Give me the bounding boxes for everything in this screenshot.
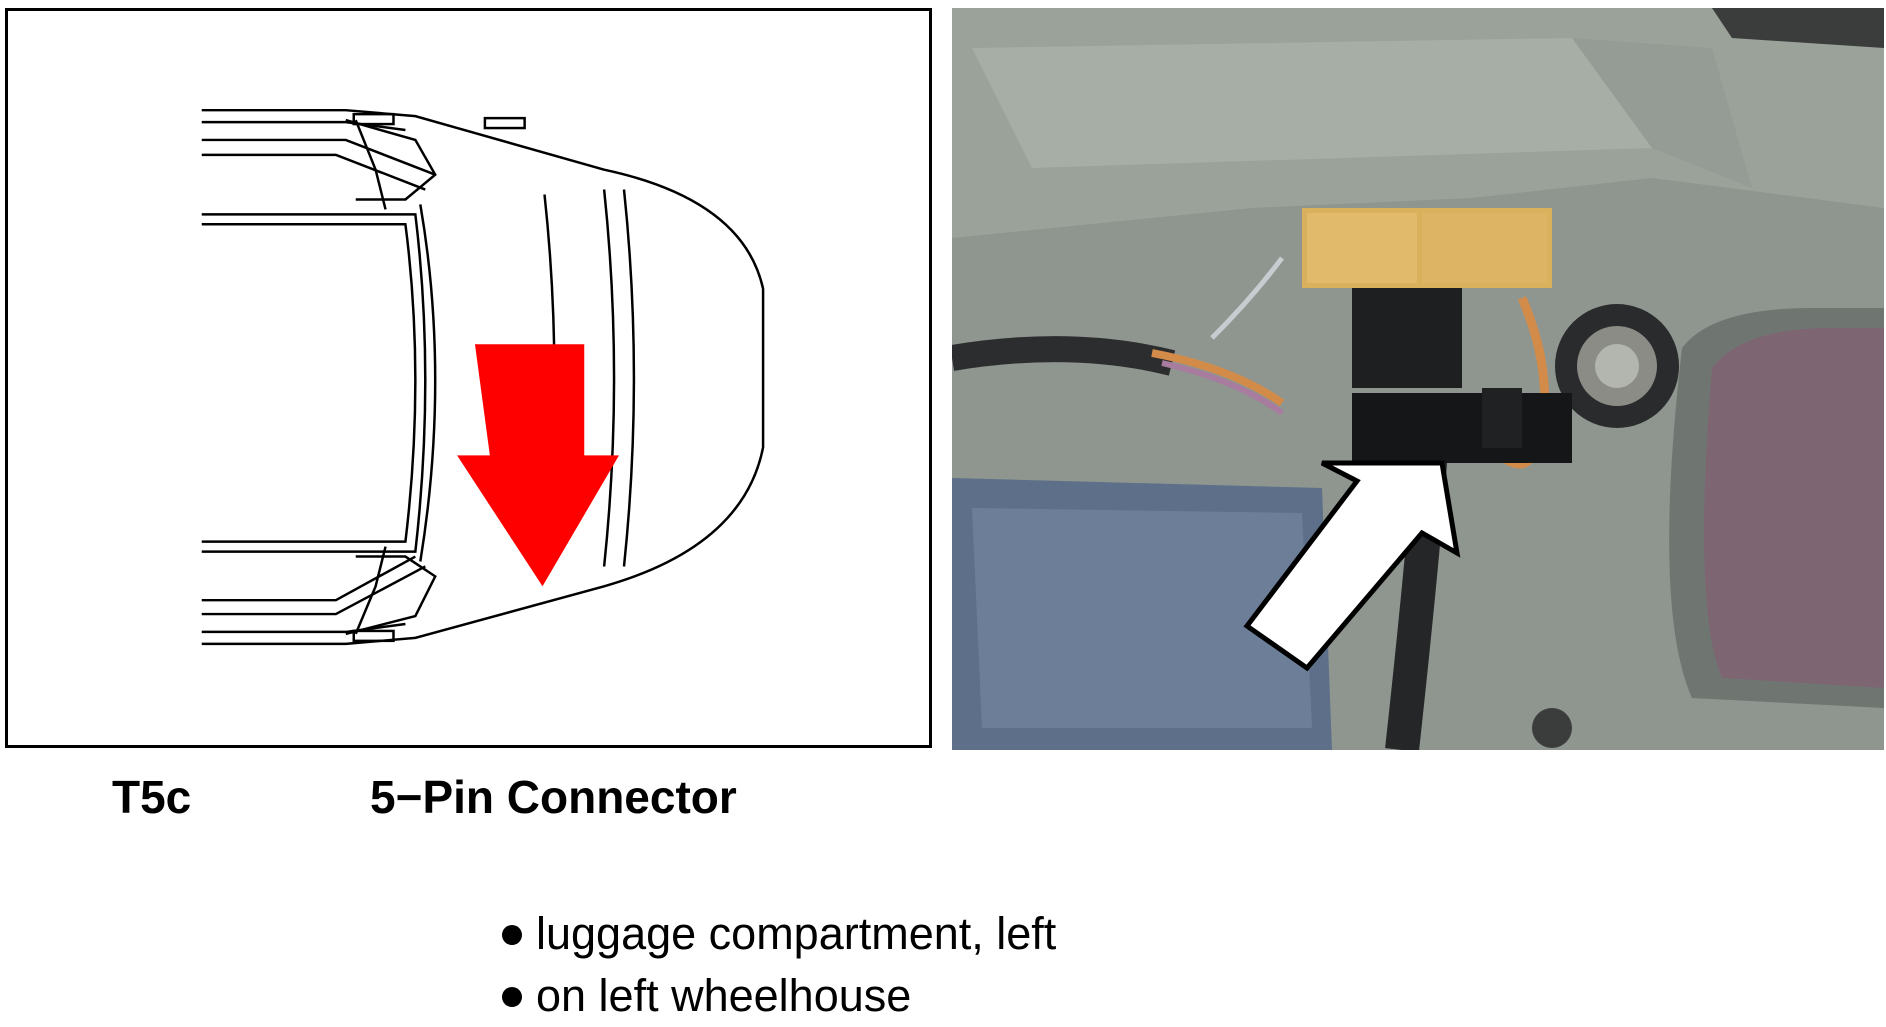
connector-name: 5−Pin Connector <box>370 771 737 823</box>
car-top-view-outline <box>201 108 765 646</box>
connector-code: T5c <box>112 771 192 823</box>
connector-location-photo <box>952 8 1884 750</box>
white-pointer-arrow-icon <box>1243 460 1461 672</box>
location-item: luggage compartment, left <box>500 903 1056 965</box>
photo-illustration <box>952 8 1884 750</box>
bullet-dot-icon <box>502 987 522 1007</box>
red-down-arrow-icon <box>457 344 620 587</box>
bullet-dot-icon <box>502 925 522 945</box>
vehicle-location-diagram <box>5 8 932 748</box>
location-list: luggage compartment, left on left wheelh… <box>500 903 1056 1027</box>
location-item: on left wheelhouse <box>500 965 1056 1027</box>
location-text: on left wheelhouse <box>536 970 912 1021</box>
location-text: luggage compartment, left <box>536 908 1057 959</box>
